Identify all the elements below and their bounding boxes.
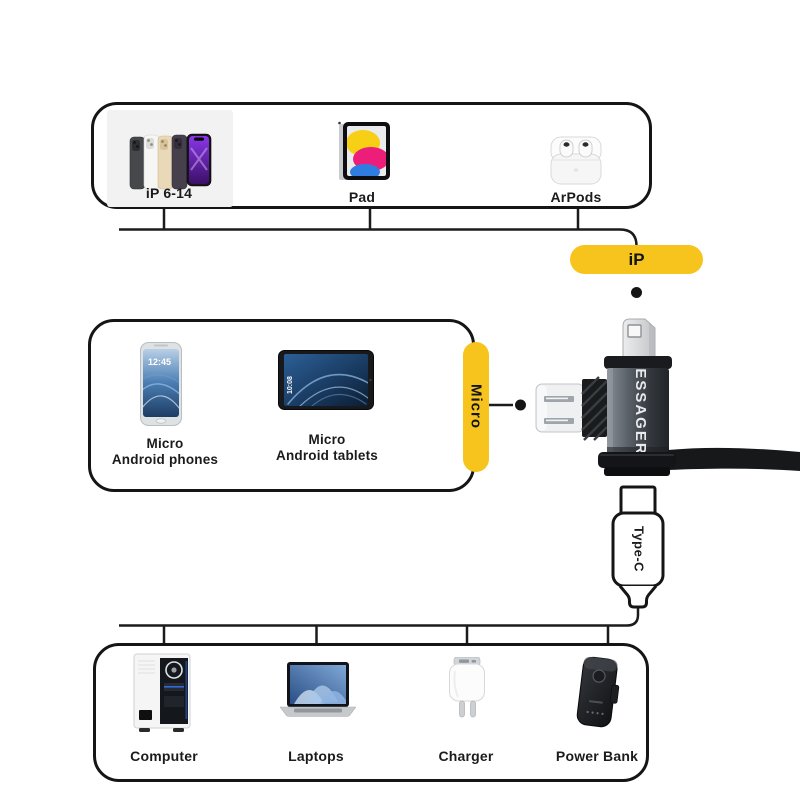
charger-label: Charger (438, 748, 494, 764)
lightning-connector (622, 318, 656, 359)
micro-connector-tag: Micro (463, 342, 489, 472)
tablet-screen-time: 10:08 (287, 376, 294, 394)
desktop-pc-icon (133, 653, 191, 732)
ipad-icon (338, 121, 390, 180)
computer-label: Computer (130, 748, 198, 764)
phone-screen-time: 12:45 (148, 357, 171, 367)
airpods-label: ArPods (550, 189, 602, 205)
micro-usb-connector (535, 383, 585, 433)
ip-connector-tag-text: iP (628, 249, 645, 269)
micro-junction-dot (515, 399, 526, 411)
top-tick-lines (162, 207, 580, 230)
android-tablets-label: Micro Android tablets (275, 432, 379, 463)
cable (668, 447, 800, 471)
adapter-body: ESSAGER (604, 356, 672, 456)
type-c-tip (619, 485, 657, 516)
android-phone-icon: 12:45 (140, 342, 182, 426)
power-bank-icon (576, 656, 620, 728)
bottom-bus-line (119, 606, 640, 627)
power-bank-label: Power Bank (555, 748, 639, 764)
brand-text: ESSAGER (632, 368, 649, 455)
android-tablet-icon: 10:08 (278, 350, 374, 410)
bottom-tick-lines (162, 625, 610, 643)
adapter-product-image: ESSAGER (535, 318, 800, 476)
ipad-label: Pad (348, 189, 376, 205)
airpods-icon (550, 136, 602, 185)
wall-charger-icon (449, 657, 485, 718)
adapter-grip (581, 376, 608, 441)
laptop-icon (280, 662, 356, 717)
iphone-group-icon (107, 110, 233, 207)
top-bus-line (119, 228, 638, 247)
ip-connector-tag: iP (570, 245, 703, 274)
iphone-label: iP 6-14 (145, 185, 193, 201)
micro-connector-tag-text: Micro (467, 384, 485, 430)
type-c-label: Type-C (632, 526, 647, 572)
type-c-neck (618, 585, 658, 609)
laptops-label: Laptops (288, 748, 344, 764)
type-c-connector-drawing: Type-C (611, 485, 665, 609)
cable-collar (598, 452, 676, 476)
android-phones-label: Micro Android phones (111, 436, 219, 467)
ip-junction-dot (631, 287, 642, 298)
